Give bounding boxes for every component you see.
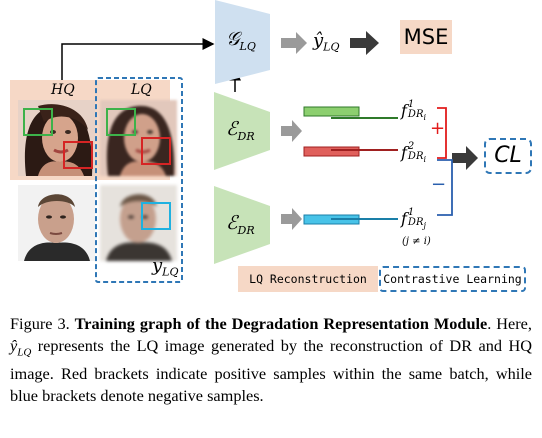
y-hat-label: ŷLQ xyxy=(313,30,340,54)
legend-lq-reconstruction: LQ Reconstruction xyxy=(238,266,378,292)
generator-label: 𝒢LQ xyxy=(226,28,256,53)
caption-title: Training graph of the Degradation Repres… xyxy=(74,314,488,333)
generator-shape xyxy=(215,0,270,84)
minus-sign: − xyxy=(431,174,447,195)
mse-arrow xyxy=(350,31,379,55)
hq-label: HQ xyxy=(51,82,75,98)
cl-arrow xyxy=(452,146,478,170)
gray-arrow-gen xyxy=(281,32,307,54)
crop-box-red-lq xyxy=(141,137,171,165)
hq-man-photo xyxy=(18,185,95,261)
caption-body-2: represents the LQ image generated by the… xyxy=(10,336,532,406)
lq-man-photo xyxy=(100,185,177,261)
negative-bracket xyxy=(437,159,453,216)
hq-woman-photo xyxy=(18,100,95,176)
crop-box-red-hq xyxy=(63,141,93,169)
j-neq-i-label: (j ≠ i) xyxy=(402,236,431,247)
feature-bar-green xyxy=(303,106,360,117)
crop-box-green-lq xyxy=(106,108,136,136)
lq-dashed-frame xyxy=(95,77,183,283)
diagram-shapes xyxy=(23,0,478,283)
caption-body-1: . Here, xyxy=(487,314,532,333)
encoder-label-top: ℰDR xyxy=(226,118,255,143)
plus-sign: + xyxy=(430,118,446,139)
figure-caption: Figure 3. Training graph of the Degradat… xyxy=(10,313,532,407)
encoder-shape-top xyxy=(214,92,270,170)
positive-bracket xyxy=(437,107,447,159)
caption-label: Figure 3. xyxy=(10,314,70,333)
caption-y-hat: ŷLQ xyxy=(10,336,32,359)
lq-label: LQ xyxy=(131,82,152,98)
hq-to-generator-arrow xyxy=(61,38,215,80)
y-lq-label: yLQ xyxy=(152,255,179,279)
crop-box-green-hq xyxy=(23,108,53,136)
feature-bar-red xyxy=(303,146,360,157)
gray-arrow-enc2 xyxy=(281,208,302,230)
cl-box: CL xyxy=(484,138,532,174)
legend-contrastive-learning: Contrastive Learning xyxy=(379,266,526,292)
encoder-shape-bottom xyxy=(214,186,270,264)
encoder-label-bottom: ℰDR xyxy=(226,212,255,237)
gray-arrow-enc1 xyxy=(281,120,302,142)
crop-box-blue-lq xyxy=(141,202,171,230)
mse-box: MSE xyxy=(400,20,452,54)
